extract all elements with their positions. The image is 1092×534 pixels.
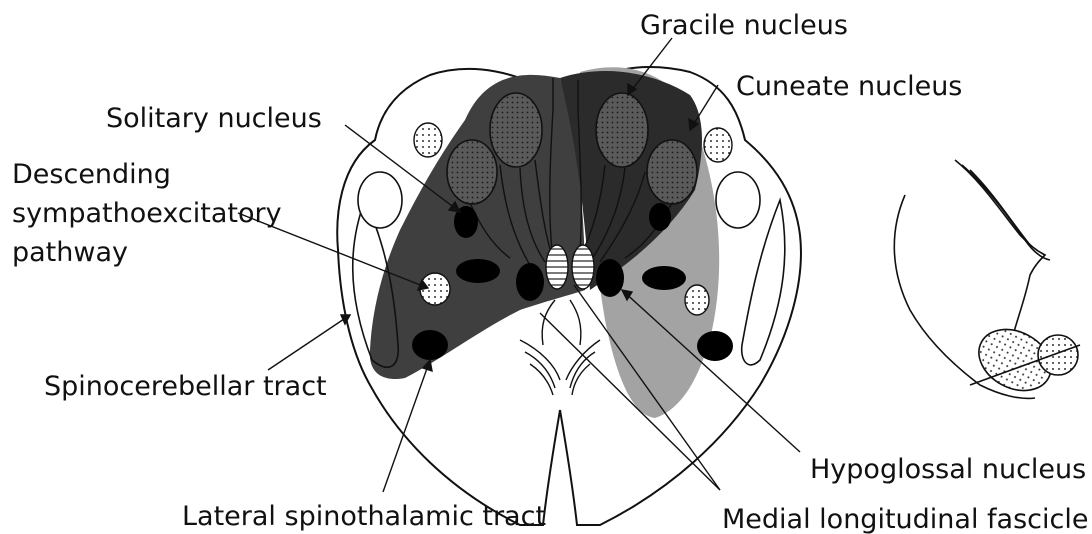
mlf-right (572, 245, 594, 289)
right-peduncle (716, 172, 760, 228)
solitary-nucleus-right (649, 203, 671, 231)
cuneate-nucleus-left (447, 140, 497, 204)
label-gracile-nucleus: Gracile nucleus (640, 10, 848, 41)
label-spinocerebellar-tract: Spinocerebellar tract (44, 371, 327, 402)
label-descending-1: Descending (12, 159, 171, 190)
label-hypoglossal-nucleus: Hypoglossal nucleus (810, 454, 1086, 485)
right-dotted-nucleus (704, 128, 732, 162)
label-descending-3: pathway (12, 237, 128, 268)
horizontal-nucleus-left (456, 259, 500, 283)
hypoglossal-nucleus-left (516, 263, 544, 301)
horizontal-nucleus-right (642, 266, 686, 290)
label-descending-2: sympathoexcitatory (12, 198, 282, 229)
gracile-nucleus-left (490, 93, 542, 167)
hypoglossal-nucleus-right (596, 259, 624, 297)
left-peduncle (358, 172, 402, 228)
spinothalamic-left (412, 330, 448, 360)
mlf-left (546, 245, 568, 289)
left-dotted-nucleus (414, 123, 442, 157)
label-cuneate-nucleus: Cuneate nucleus (736, 71, 962, 102)
gracile-nucleus-right (596, 93, 648, 167)
spinocerebellar-leader (268, 315, 350, 370)
label-lateral-spinothalamic-tract: Lateral spinothalamic tract (182, 501, 546, 532)
cuneate-nucleus-right (647, 140, 697, 204)
spinothalamic-right (697, 331, 733, 361)
label-medial-longitudinal-fascicle: Medial longitudinal fascicle (722, 504, 1088, 534)
sympathoexcitatory-right (685, 285, 709, 315)
label-solitary-nucleus: Solitary nucleus (106, 103, 322, 134)
sagittal-inset (894, 160, 1080, 403)
